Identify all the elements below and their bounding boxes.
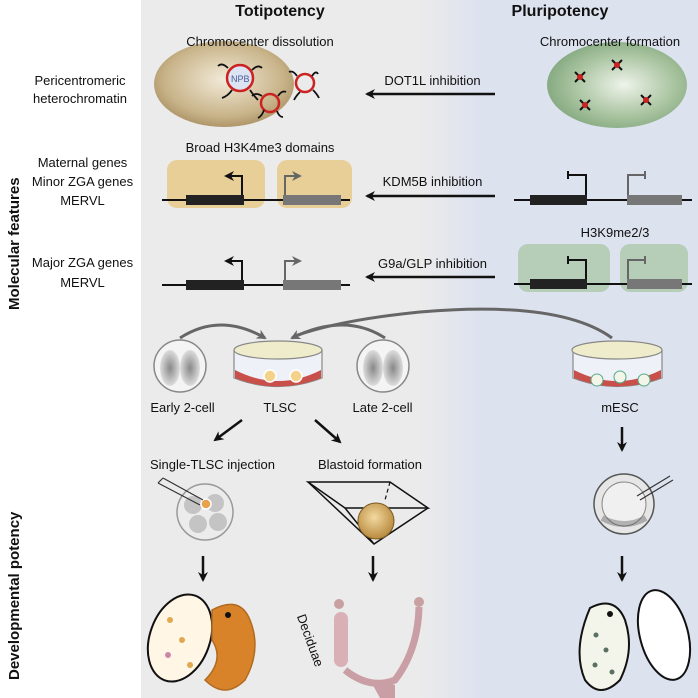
early-2cell-embryo [153, 339, 207, 393]
row-label-pericentromeric-1: Pericentromeric [34, 73, 126, 88]
h3k4me3-label: Broad H3K4me3 domains [185, 140, 335, 155]
toti-gene-row-1 [162, 160, 352, 208]
g9a-glp-inhibition-label: G9a/GLP inhibition [378, 256, 487, 271]
to-blastoid-arrow [314, 419, 342, 444]
deciduae-illustration [334, 597, 424, 698]
blastoid-formation-label: Blastoid formation [317, 457, 423, 472]
early-2cell-label: Early 2-cell [150, 400, 215, 415]
pluripotency-header: Pluripotency [511, 3, 609, 20]
toti-gene-row-2 [162, 256, 350, 290]
row-label-major-zga: Major ZGA genes [31, 255, 134, 270]
pluri-embryo-placenta [578, 589, 692, 691]
toti-embryo-placenta [146, 593, 256, 691]
tlsc-dish [233, 340, 323, 388]
pluri-gene-row-2 [514, 244, 692, 292]
npb-label: NPB [231, 74, 250, 84]
pluri-gene-row-1 [514, 171, 692, 205]
blastoid-microwell [305, 481, 431, 545]
row-label-minor-zga: Minor ZGA genes [31, 174, 134, 189]
kdm5b-inhibition-label: KDM5B inhibition [382, 174, 483, 189]
panel-transition [420, 0, 480, 698]
late-2cell-embryo [356, 339, 410, 393]
row-label-maternal: Maternal genes [37, 155, 128, 170]
toti-nucleus-illustration [154, 41, 320, 127]
row-label-mervl-1: MERVL [60, 193, 105, 208]
developmental-potency-label: Developmental potency [6, 511, 23, 680]
tlsc-injection-embryo [157, 477, 234, 541]
totipotency-header: Totipotency [235, 3, 325, 20]
h3k9me2-3-label: H3K9me2/3 [580, 225, 650, 240]
row-label-mervl-2: MERVL [60, 275, 105, 290]
tlsc-label: TLSC [263, 400, 297, 415]
late-2cell-label: Late 2-cell [352, 400, 413, 415]
mesc-injection-blastocyst [593, 473, 674, 535]
single-tlsc-injection-label: Single-TLSC injection [149, 457, 275, 472]
early-2cell-curve-arrow [179, 323, 267, 340]
to-injection-arrow [213, 418, 243, 442]
chromocenter-formation-label: Chromocenter formation [539, 34, 681, 49]
row-label-pericentromeric-2: heterochromatin [33, 91, 127, 106]
pluri-nucleus-illustration [547, 42, 687, 128]
mesc-curve-arrow [294, 307, 613, 340]
mesc-label: mESC [601, 400, 639, 415]
mesc-dish [571, 340, 663, 388]
chromocenter-dissolution-label: Chromocenter dissolution [186, 34, 334, 49]
dot1l-inhibition-label: DOT1L inhibition [384, 73, 481, 88]
